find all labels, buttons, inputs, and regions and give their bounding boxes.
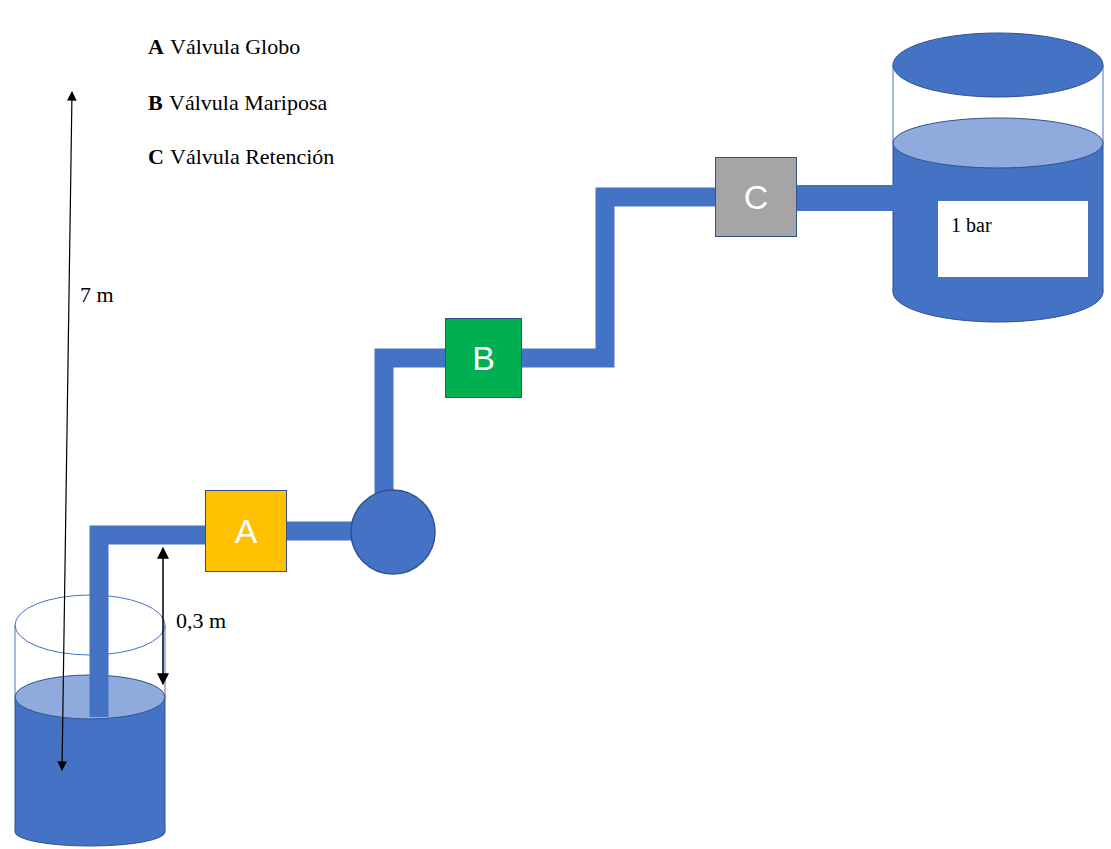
dimension-line [162, 548, 164, 684]
legend-letter: B [148, 90, 163, 116]
check-valve: C [715, 157, 797, 237]
node-text: B [472, 339, 495, 378]
node-text: 1 bar [939, 202, 992, 237]
butterfly-valve: B [445, 318, 522, 398]
discharge-tank [893, 33, 1103, 322]
legend-letter: C [148, 144, 164, 170]
outlet-pipe [796, 185, 894, 211]
pipe-connector [522, 197, 715, 358]
pump-symbol [351, 490, 435, 574]
node-text: C [744, 178, 769, 217]
legend-text: Válvula Globo [170, 34, 300, 60]
legend-text: Válvula Retención [170, 144, 334, 170]
pressure-label-box: 1 bar [938, 201, 1088, 277]
dimension-label: 7 m [78, 282, 116, 308]
dimension-line [62, 92, 72, 770]
dimension-label: 0,3 m [174, 608, 228, 634]
node-text: A [235, 512, 258, 551]
legend-letter: A [148, 34, 164, 60]
legend-text: Válvula Mariposa [169, 90, 327, 116]
globe-valve: A [205, 490, 287, 572]
